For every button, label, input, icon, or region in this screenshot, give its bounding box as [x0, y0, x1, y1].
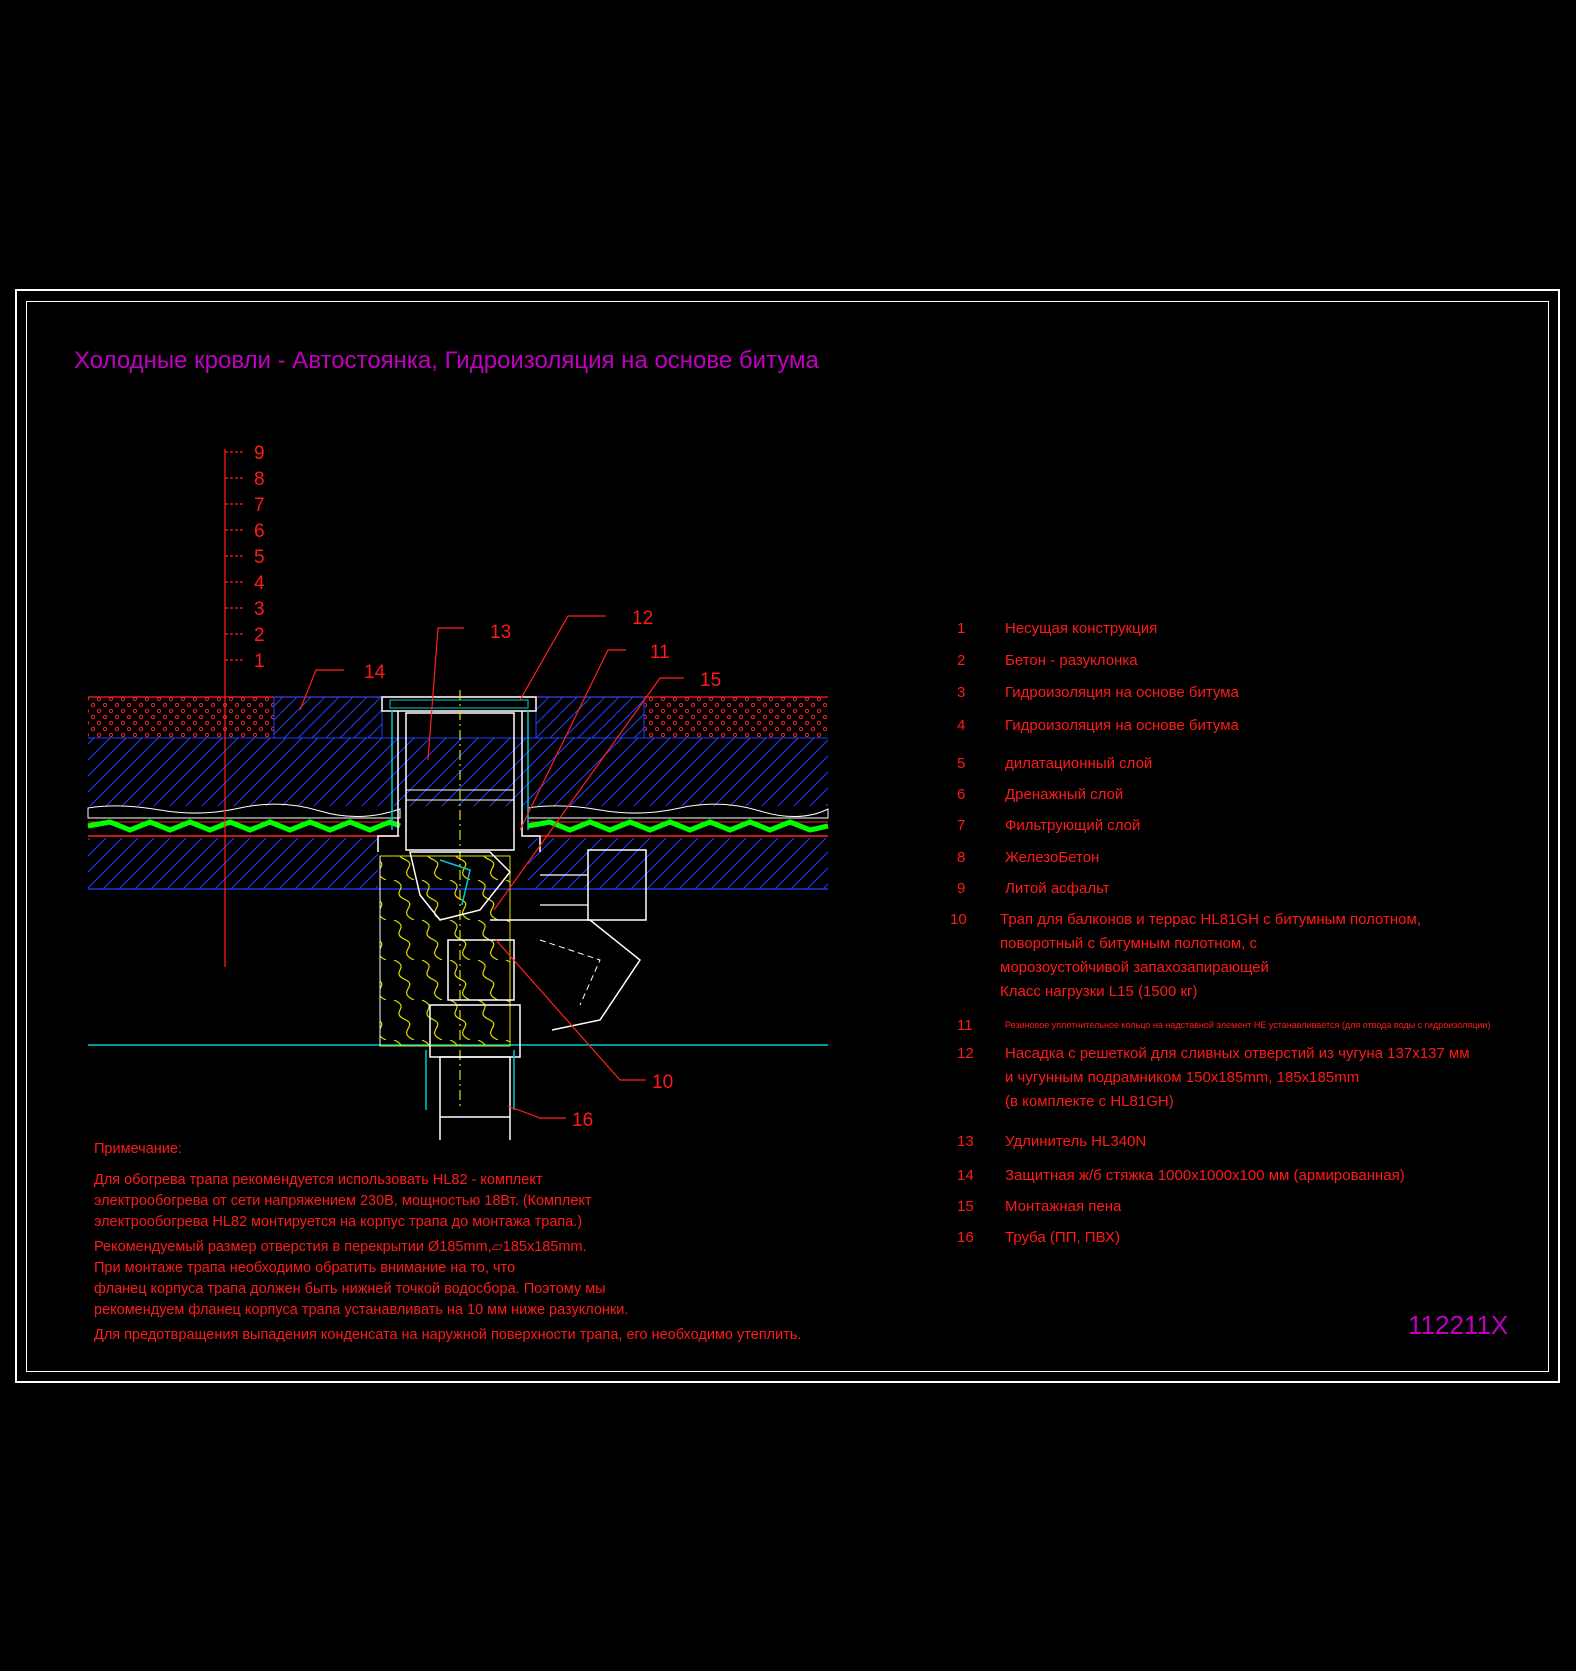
legend-text: Фильтрующий слой — [1005, 818, 1140, 842]
notes-line: электрообогрева HL82 монтируется на корп… — [94, 1214, 583, 1230]
callout-11: 11 — [650, 642, 670, 663]
layer-number: 7 — [254, 495, 265, 516]
layer-number: 1 — [254, 651, 265, 672]
callout-leaders — [299, 615, 684, 1119]
legend-line: дилатационный слой — [1005, 755, 1153, 772]
legend-text: Монтажная пена — [1005, 1199, 1121, 1223]
layer-membranes — [87, 803, 829, 823]
layer-drainage — [87, 819, 829, 837]
legend-line: Класс нагрузки L15 (1500 кг) — [1000, 983, 1198, 1000]
legend-line: Литой асфальт — [1005, 880, 1110, 897]
callout-12: 12 — [632, 608, 653, 629]
notes-line: При монтаже трапа необходимо обратить вн… — [94, 1260, 516, 1276]
legend-line: ЖелезоБетон — [1005, 849, 1100, 866]
legend-line: Монтажная пена — [1005, 1198, 1122, 1215]
layer-number: 9 — [254, 443, 265, 464]
drawing-code: 112211X — [1408, 1310, 1509, 1340]
legend-number: 6 — [957, 786, 966, 803]
legend-text: Насадка с решеткой для сливных отверстий… — [1005, 1046, 1470, 1118]
legend-number: 7 — [957, 817, 966, 834]
legend-number: 12 — [957, 1045, 974, 1062]
legend-text: Несущая конструкция — [1005, 621, 1157, 645]
layer-number: 4 — [254, 573, 265, 594]
legend-number: 1 — [957, 620, 966, 637]
drain-insulation — [379, 855, 511, 1047]
layer-asphalt — [88, 696, 828, 738]
legend-number: 2 — [957, 652, 966, 669]
callout-14: 14 — [364, 662, 386, 683]
legend-text: Бетон - разуклонка — [1005, 653, 1138, 677]
legend-text: Резиновое уплотнительное кольцо на надст… — [1005, 1021, 1490, 1039]
legend-line: Труба (ПП, ПВХ) — [1005, 1229, 1120, 1246]
legend-line: Несущая конструкция — [1005, 620, 1158, 637]
layer-number: 2 — [254, 625, 265, 646]
notes-line: Для обогрева трапа рекомендуется использ… — [94, 1172, 543, 1188]
notes-paragraph-1: Для обогрева трапа рекомендуется использ… — [94, 1170, 801, 1233]
legend-line: Гидроизоляция на основе битума — [1005, 684, 1239, 701]
legend-text: Труба (ПП, ПВХ) — [1005, 1230, 1120, 1254]
legend-text: Дренажный слой — [1005, 787, 1123, 811]
layer-protective-screed — [273, 696, 645, 739]
legend-line: Удлинитель HL340N — [1005, 1133, 1147, 1150]
layer-number: 6 — [254, 521, 265, 542]
notes-line: фланец корпуса трапа должен быть нижней … — [94, 1281, 606, 1297]
legend-line: поворотный с битумным полотном, с — [1000, 935, 1258, 952]
legend-text: Защитная ж/б стяжка 1000x1000x100 мм (ар… — [1005, 1168, 1405, 1192]
callout-10: 10 — [652, 1072, 673, 1093]
legend-number: 10 — [950, 911, 967, 928]
layer-number: 8 — [254, 469, 265, 490]
legend-text: Гидроизоляция на основе битума — [1005, 685, 1239, 709]
outer-frame — [15, 289, 1560, 1383]
legend-text: Литой асфальт — [1005, 881, 1110, 905]
notes: Примечание: Для обогрева трапа рекоменду… — [94, 1139, 801, 1350]
notes-heading: Примечание: — [94, 1141, 182, 1157]
legend-line: морозоустойчивой запахозапирающей — [1000, 959, 1269, 976]
legend-text: дилатационный слой — [1005, 756, 1152, 780]
legend-number: 5 — [957, 755, 966, 772]
legend-text: Трап для балконов и террас HL81GH с биту… — [1000, 912, 1421, 1008]
legend-line: Фильтрующий слой — [1005, 817, 1141, 834]
inner-frame — [26, 301, 1549, 1372]
notes-paragraph-3: Для предотвращения выпадения конденсата … — [94, 1325, 801, 1346]
legend-line: (в комплекте с HL81GH) — [1005, 1093, 1174, 1110]
layer-number-ruler: 9 8 7 6 5 4 3 2 1 — [224, 443, 265, 967]
callout-15: 15 — [700, 670, 721, 691]
callout-13: 13 — [490, 622, 511, 643]
notes-paragraph-2: Рекомендуемый размер отверстия в перекры… — [94, 1237, 801, 1321]
layer-number: 5 — [254, 547, 265, 568]
legend-text: Удлинитель HL340N — [1005, 1134, 1146, 1158]
legend-line: Насадка с решеткой для сливных отверстий… — [1005, 1045, 1470, 1062]
legend-number: 11 — [957, 1017, 973, 1034]
legend-line: Защитная ж/б стяжка 1000x1000x100 мм (ар… — [1005, 1167, 1405, 1184]
notes-line: Для предотвращения выпадения конденсата … — [94, 1327, 802, 1343]
legend-text: Гидроизоляция на основе битума — [1005, 718, 1239, 742]
layer-number: 3 — [254, 599, 265, 620]
legend-number: 15 — [957, 1198, 974, 1215]
legend-line: Резиновое уплотнительное кольцо на надст… — [1005, 1020, 1491, 1030]
legend-line: Трап для балконов и террас HL81GH с биту… — [1000, 911, 1421, 928]
legend-number: 13 — [957, 1133, 974, 1150]
legend-number: 8 — [957, 849, 966, 866]
notes-line: электрообогрева от сети напряжением 230В… — [94, 1193, 592, 1209]
drain-body — [377, 690, 647, 1140]
legend-line: Бетон - разуклонка — [1005, 652, 1138, 669]
callout-labels: 12 11 13 15 14 10 16 — [364, 608, 721, 1131]
layer-concrete-upper — [88, 737, 828, 806]
notes-line: рекомендуем фланец корпуса трапа устанав… — [94, 1302, 629, 1318]
legend-line: Дренажный слой — [1005, 786, 1124, 803]
legend-text: ЖелезоБетон — [1005, 850, 1099, 874]
drawing-title: Холодные кровли - Автостоянка, Гидроизол… — [74, 347, 819, 374]
legend-line: Гидроизоляция на основе битума — [1005, 717, 1239, 734]
legend-number: 14 — [957, 1167, 974, 1184]
legend-number: 9 — [957, 880, 966, 897]
legend-number: 4 — [957, 717, 966, 734]
legend-number: 16 — [957, 1229, 974, 1246]
legend-number: 3 — [957, 684, 966, 701]
layer-slab — [88, 838, 828, 1046]
callout-16: 16 — [572, 1110, 593, 1131]
legend-line: и чугунным подрамником 150x185mm, 185x18… — [1005, 1069, 1360, 1086]
notes-line: Рекомендуемый размер отверстия в перекры… — [94, 1239, 587, 1255]
